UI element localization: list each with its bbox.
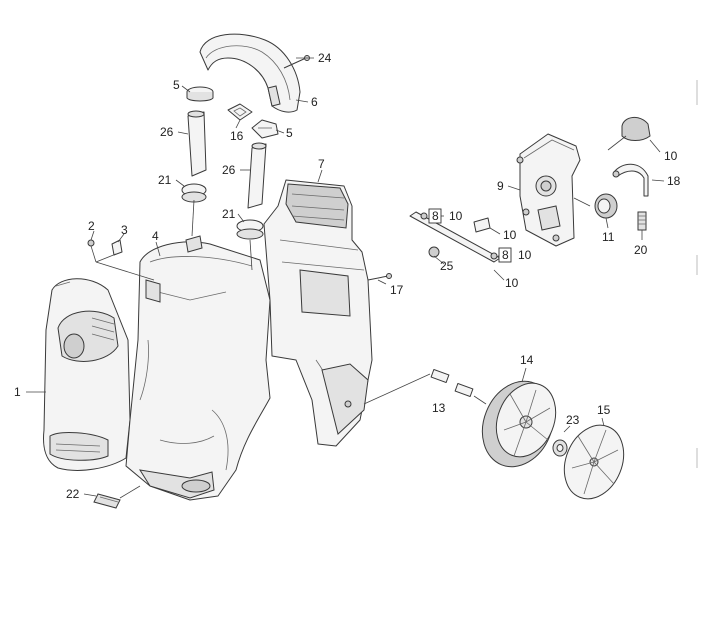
hubcap-part-15 (563, 424, 625, 500)
tube-part-26-right (247, 142, 267, 209)
screw-part-2 (87, 239, 95, 247)
clip-part-3 (111, 239, 123, 256)
callout-2: 2 (88, 219, 95, 233)
callout-10-d: 10 (505, 276, 519, 290)
callout-21-right: 21 (222, 207, 236, 221)
callout-4: 4 (152, 229, 159, 243)
callout-14: 14 (520, 353, 534, 367)
callout-24: 24 (318, 51, 332, 65)
callout-17: 17 (390, 283, 404, 297)
bracket-part-9 (516, 133, 581, 247)
callout-8-bottom: 8 (502, 248, 509, 262)
rear-frame-part-7 (263, 179, 373, 447)
knob-part-10-top (607, 117, 661, 153)
callout-25: 25 (440, 259, 454, 273)
clip-part-5-right (251, 119, 279, 139)
callout-5-top: 5 (173, 78, 180, 92)
callout-8-box-bottom (498, 247, 512, 263)
plug-part-10-mid (473, 217, 491, 233)
callout-6: 6 (311, 95, 318, 109)
grip-part-22 (93, 493, 121, 509)
callout-20: 20 (634, 243, 648, 257)
callout-10-a: 10 (449, 209, 463, 223)
valve-part-20 (637, 211, 647, 231)
callout-8-box-top (428, 208, 442, 224)
callout-9: 9 (497, 179, 504, 193)
leader-lines (26, 57, 665, 499)
tube-part-26-left (187, 110, 207, 177)
callout-22: 22 (66, 487, 80, 501)
hose-part-18 (612, 163, 649, 197)
callout-26-right: 26 (222, 163, 236, 177)
handle-part-6 (199, 33, 301, 113)
callout-7: 7 (318, 157, 325, 171)
screw-part-17 (367, 273, 392, 281)
cap-part-11 (594, 193, 618, 219)
callout-labels: 24 6 5 5 16 26 26 21 21 7 2 3 4 1 22 17 … (14, 51, 681, 501)
callout-3: 3 (121, 223, 128, 237)
callout-10-c: 10 (518, 248, 532, 262)
callout-13: 13 (432, 401, 446, 415)
washer-part-23 (552, 439, 568, 457)
sleeve-part-21-left (181, 183, 207, 203)
callout-18: 18 (667, 174, 681, 188)
gasket-part-16 (227, 103, 253, 121)
callout-26-left: 26 (160, 125, 174, 139)
housing-part-4 (125, 235, 271, 501)
callout-21-left: 21 (158, 173, 172, 187)
bushing-part-13 (363, 369, 487, 405)
clip-part-5-top (186, 86, 214, 102)
callout-23: 23 (566, 413, 580, 427)
front-cover-part-1 (43, 278, 131, 471)
wheel-part-14 (481, 380, 557, 468)
callout-10-e: 10 (664, 149, 678, 163)
callout-11: 11 (602, 230, 615, 244)
callout-5-right: 5 (286, 126, 293, 140)
callout-15: 15 (597, 403, 611, 417)
callout-1: 1 (14, 385, 21, 399)
callout-16: 16 (230, 129, 244, 143)
callout-8-top: 8 (432, 209, 439, 223)
sleeve-part-21-right (236, 219, 264, 240)
callout-10-b: 10 (503, 228, 517, 242)
